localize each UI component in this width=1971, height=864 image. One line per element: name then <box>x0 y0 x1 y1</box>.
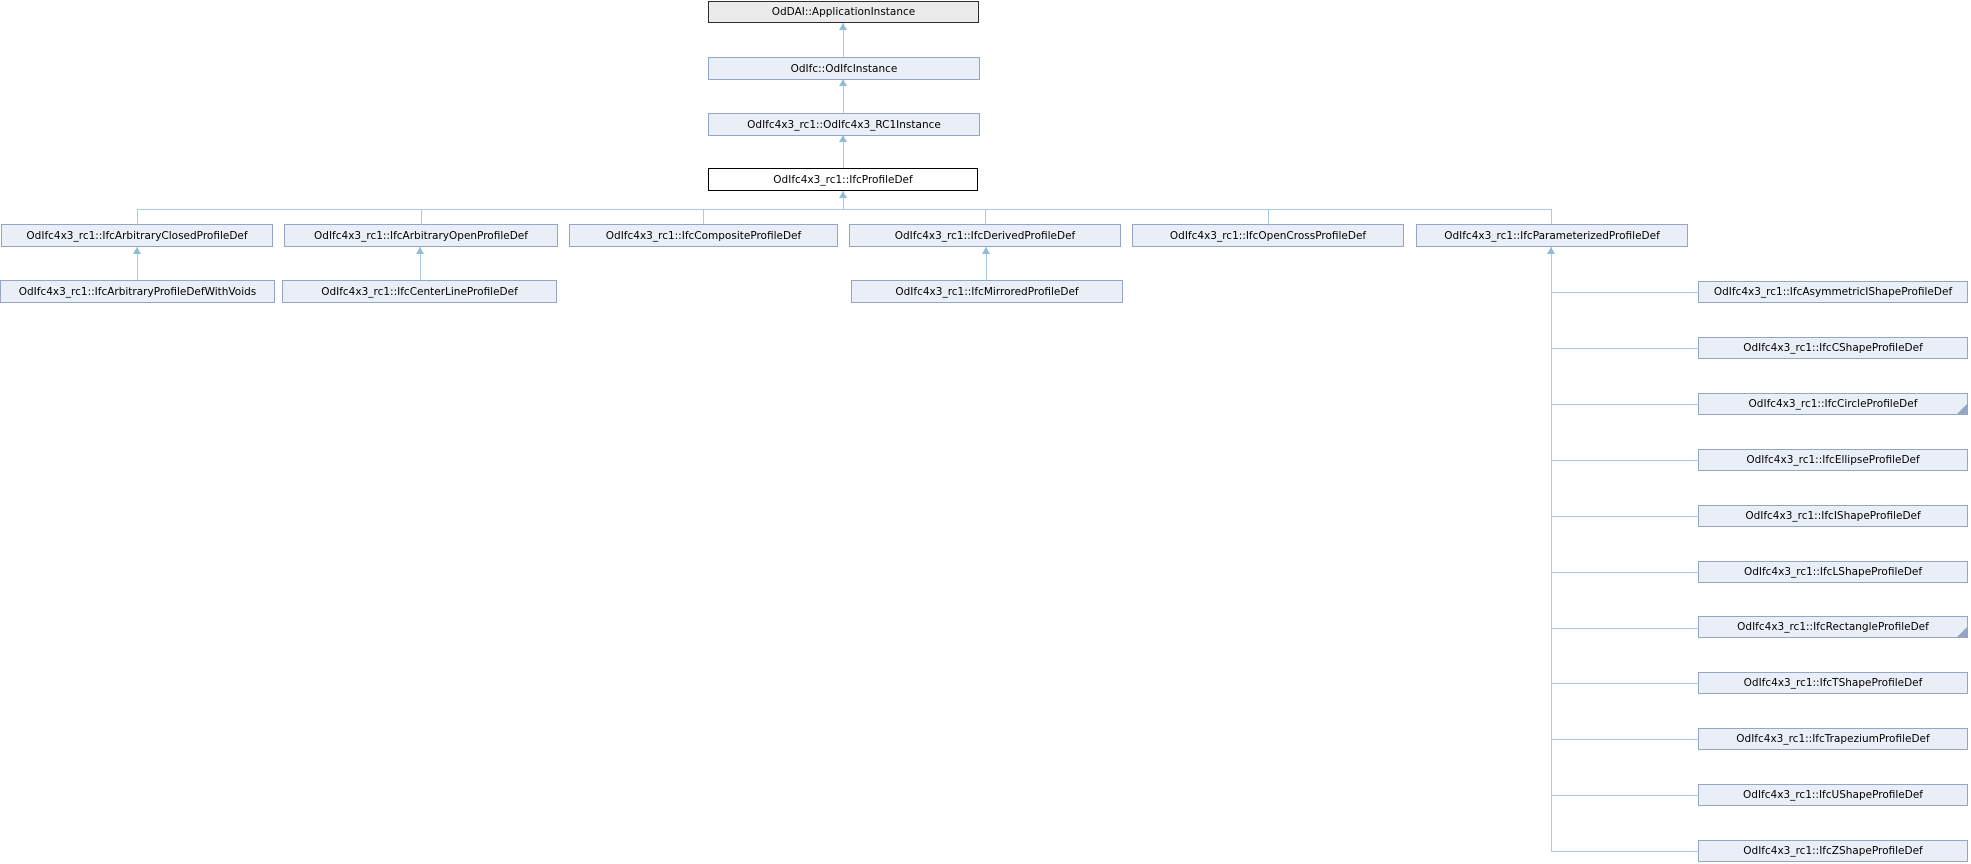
class-node-ifcopencrossprofiledef[interactable]: OdIfc4x3_rc1::IfcOpenCrossProfileDef <box>1132 224 1404 247</box>
class-node-label: OdIfc4x3_rc1::IfcProfileDef <box>773 173 913 186</box>
class-node-label: OdIfc4x3_rc1::IfcArbitraryOpenProfileDef <box>314 229 528 242</box>
class-node-label: OdIfc4x3_rc1::IfcCShapeProfileDef <box>1743 342 1923 354</box>
class-node-ifcushapeprofiledef[interactable]: OdIfc4x3_rc1::IfcUShapeProfileDef <box>1698 784 1968 806</box>
edge-line-horizontal <box>1551 572 1698 573</box>
edge-line-vertical <box>843 191 844 209</box>
class-node-ifcarbitraryprofiledefwithvoids[interactable]: OdIfc4x3_rc1::IfcArbitraryProfileDefWith… <box>0 280 275 303</box>
edge-line-vertical <box>703 209 704 224</box>
edge-line-vertical <box>985 209 986 224</box>
class-node-label: OdIfc4x3_rc1::IfcDerivedProfileDef <box>894 229 1076 242</box>
class-node-oddai-applicationinstance[interactable]: OdDAI::ApplicationInstance <box>708 1 979 23</box>
edge-line-vertical <box>137 247 138 280</box>
class-node-label: OdIfc4x3_rc1::OdIfc4x3_RC1Instance <box>747 118 941 131</box>
class-node-label: OdDAI::ApplicationInstance <box>771 6 916 18</box>
edge-line-horizontal <box>1551 628 1698 629</box>
edge-line-vertical <box>986 247 987 280</box>
class-node-odifc-odifcinstance[interactable]: OdIfc::OdIfcInstance <box>708 57 980 80</box>
class-node-label: OdIfc4x3_rc1::IfcParameterizedProfileDef <box>1444 229 1660 242</box>
inheritance-arrowhead-icon <box>133 247 141 254</box>
class-node-label: OdIfc4x3_rc1::IfcLShapeProfileDef <box>1743 566 1923 578</box>
inheritance-arrowhead-icon <box>416 247 424 254</box>
class-node-ifcasymmetricishapeprofiledef[interactable]: OdIfc4x3_rc1::IfcAsymmetricIShapeProfile… <box>1698 281 1968 303</box>
inheritance-arrowhead-icon <box>839 79 847 86</box>
class-node-ifccshapeprofiledef[interactable]: OdIfc4x3_rc1::IfcCShapeProfileDef <box>1698 337 1968 359</box>
edge-line-vertical <box>843 23 844 57</box>
class-node-label: OdIfc4x3_rc1::IfcUShapeProfileDef <box>1743 789 1923 801</box>
class-node-label: OdIfc::OdIfcInstance <box>790 62 898 75</box>
class-node-ifccompositeprofiledef[interactable]: OdIfc4x3_rc1::IfcCompositeProfileDef <box>569 224 838 247</box>
edge-line-vertical <box>1551 247 1552 851</box>
class-node-label: OdIfc4x3_rc1::IfcMirroredProfileDef <box>895 285 1079 298</box>
class-node-label: OdIfc4x3_rc1::IfcOpenCrossProfileDef <box>1169 229 1367 242</box>
class-node-ifctshapeprofiledef[interactable]: OdIfc4x3_rc1::IfcTShapeProfileDef <box>1698 672 1968 694</box>
class-node-odifc4x3-rc1instance[interactable]: OdIfc4x3_rc1::OdIfc4x3_RC1Instance <box>708 113 980 136</box>
class-node-ifcarbitraryopenprofiledef[interactable]: OdIfc4x3_rc1::IfcArbitraryOpenProfileDef <box>284 224 558 247</box>
edge-line-vertical <box>1551 209 1552 224</box>
edge-line-horizontal <box>1551 292 1698 293</box>
class-node-label: OdIfc4x3_rc1::IfcCenterLineProfileDef <box>321 285 518 298</box>
edge-line-vertical <box>843 135 844 168</box>
class-node-label: OdIfc4x3_rc1::IfcArbitraryClosedProfileD… <box>26 229 248 242</box>
class-node-ifcrectangleprofiledef[interactable]: OdIfc4x3_rc1::IfcRectangleProfileDef <box>1698 616 1968 638</box>
edge-line-horizontal <box>1551 683 1698 684</box>
inheritance-arrowhead-icon <box>839 23 847 30</box>
class-node-ifcishapeprofiledef[interactable]: OdIfc4x3_rc1::IfcIShapeProfileDef <box>1698 505 1968 527</box>
edge-line-horizontal <box>1551 739 1698 740</box>
inheritance-arrowhead-icon <box>1547 247 1555 254</box>
class-node-ifcarbitraryclosedprofiledef[interactable]: OdIfc4x3_rc1::IfcArbitraryClosedProfileD… <box>1 224 273 247</box>
class-node-ifccenterlineprofiledef[interactable]: OdIfc4x3_rc1::IfcCenterLineProfileDef <box>282 280 557 303</box>
class-node-label: OdIfc4x3_rc1::IfcTrapeziumProfileDef <box>1736 733 1930 745</box>
class-node-label: OdIfc4x3_rc1::IfcArbitraryProfileDefWith… <box>18 285 257 298</box>
class-node-label: OdIfc4x3_rc1::IfcEllipseProfileDef <box>1746 454 1920 466</box>
edge-line-vertical <box>137 209 138 224</box>
edge-line-vertical <box>421 209 422 224</box>
class-node-label: OdIfc4x3_rc1::IfcIShapeProfileDef <box>1745 510 1921 522</box>
class-node-label: OdIfc4x3_rc1::IfcCircleProfileDef <box>1748 398 1918 410</box>
edge-line-horizontal <box>1551 516 1698 517</box>
edge-line-vertical <box>420 247 421 280</box>
edge-line-vertical <box>843 79 844 113</box>
edge-line-horizontal <box>1551 404 1698 405</box>
edge-line-horizontal <box>1551 795 1698 796</box>
edge-line-horizontal <box>1551 460 1698 461</box>
class-node-ifcmirroredprofiledef[interactable]: OdIfc4x3_rc1::IfcMirroredProfileDef <box>851 280 1123 303</box>
class-node-label: OdIfc4x3_rc1::IfcTShapeProfileDef <box>1743 677 1923 689</box>
class-node-ifcparameterizedprofiledef[interactable]: OdIfc4x3_rc1::IfcParameterizedProfileDef <box>1416 224 1688 247</box>
class-node-ifclshapeprofiledef[interactable]: OdIfc4x3_rc1::IfcLShapeProfileDef <box>1698 561 1968 583</box>
has-subclasses-corner-icon <box>1957 404 1967 414</box>
edge-line-vertical <box>1268 209 1269 224</box>
class-node-ifctrapeziumprofiledef[interactable]: OdIfc4x3_rc1::IfcTrapeziumProfileDef <box>1698 728 1968 750</box>
inheritance-arrowhead-icon <box>982 247 990 254</box>
class-node-ifczshapeprofiledef[interactable]: OdIfc4x3_rc1::IfcZShapeProfileDef <box>1698 840 1968 862</box>
class-node-label: OdIfc4x3_rc1::IfcCompositeProfileDef <box>605 229 802 242</box>
class-node-ifcprofiledef[interactable]: OdIfc4x3_rc1::IfcProfileDef <box>708 168 978 191</box>
class-node-ifcderivedprofiledef[interactable]: OdIfc4x3_rc1::IfcDerivedProfileDef <box>849 224 1121 247</box>
class-node-ifccircleprofiledef[interactable]: OdIfc4x3_rc1::IfcCircleProfileDef <box>1698 393 1968 415</box>
class-node-label: OdIfc4x3_rc1::IfcZShapeProfileDef <box>1743 845 1923 857</box>
inheritance-arrowhead-icon <box>839 135 847 142</box>
class-node-ifcellipseprofiledef[interactable]: OdIfc4x3_rc1::IfcEllipseProfileDef <box>1698 449 1968 471</box>
edge-line-horizontal <box>137 209 1552 210</box>
class-node-label: OdIfc4x3_rc1::IfcRectangleProfileDef <box>1737 621 1929 633</box>
edge-line-horizontal <box>1551 348 1698 349</box>
class-node-label: OdIfc4x3_rc1::IfcAsymmetricIShapeProfile… <box>1713 286 1953 298</box>
edge-line-horizontal <box>1551 851 1698 852</box>
inheritance-arrowhead-icon <box>839 191 847 198</box>
has-subclasses-corner-icon <box>1957 627 1967 637</box>
